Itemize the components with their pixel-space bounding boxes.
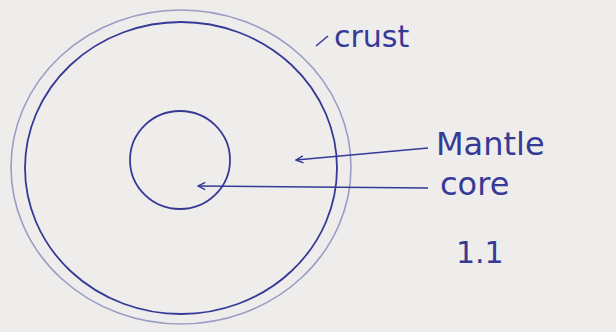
crust-mantle-boundary — [25, 22, 337, 314]
core-leader-arrow — [198, 186, 428, 188]
crust-outer-outline — [11, 10, 351, 324]
part-name: crust — [334, 22, 409, 52]
figure-number: 1.1 — [456, 238, 504, 268]
core-outline — [130, 111, 230, 209]
part-name: Mantle — [436, 128, 545, 160]
mantle-leader-arrow — [296, 148, 428, 160]
part-name: core — [440, 168, 509, 200]
crust-leader-line — [316, 36, 328, 46]
